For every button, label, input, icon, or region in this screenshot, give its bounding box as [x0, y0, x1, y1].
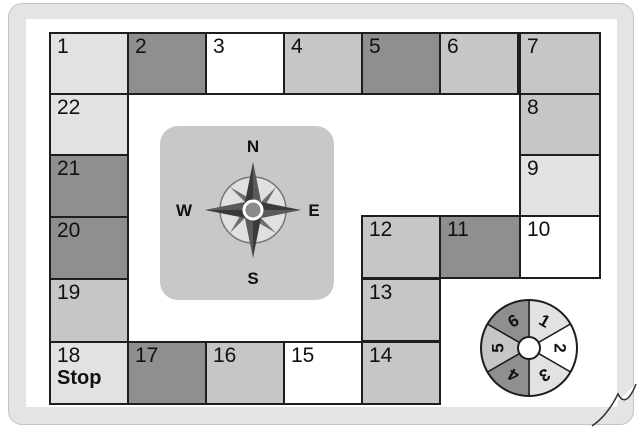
board-cell-16[interactable]: 16 [205, 341, 285, 405]
cell-label: 12 [369, 218, 392, 241]
board-cell-5[interactable]: 5 [361, 32, 441, 95]
cell-label: 20 [57, 219, 80, 242]
board-cell-3[interactable]: 3 [205, 32, 285, 95]
cell-label: 21 [57, 157, 80, 180]
compass-rose-icon: N S E W [160, 126, 334, 300]
spinner-number: 2 [551, 343, 570, 352]
cell-label: 11 [447, 218, 469, 241]
cell-label: 10 [527, 218, 550, 241]
cell-label: 22 [57, 96, 80, 119]
cell-label: 19 [57, 281, 80, 304]
cell-label: 14 [369, 344, 392, 367]
board-cell-6[interactable]: 6 [439, 32, 519, 95]
compass-north-label: N [247, 137, 259, 156]
cell-label: 8 [527, 96, 539, 119]
board-cell-12[interactable]: 12 [361, 215, 441, 279]
board-cell-13[interactable]: 13 [361, 278, 441, 342]
page-curl-icon [590, 378, 637, 428]
compass-west-label: W [176, 201, 193, 220]
cell-label: 1 [57, 35, 69, 58]
cell-label: 17 [135, 344, 158, 367]
board-cell-14[interactable]: 14 [361, 341, 441, 405]
cell-label: 6 [447, 35, 459, 58]
stop-label: Stop [57, 368, 127, 389]
cell-label: 7 [527, 35, 539, 58]
board-cell-11[interactable]: 11 [439, 215, 521, 279]
cell-label: 15 [291, 344, 314, 367]
spinner-hub [518, 337, 540, 359]
cell-label: 13 [369, 281, 392, 304]
compass-east-label: E [308, 201, 319, 220]
cell-label: 16 [213, 344, 236, 367]
board-cell-21[interactable]: 21 [49, 154, 129, 218]
board-cell-19[interactable]: 19 [49, 278, 129, 343]
board-cell-10[interactable]: 10 [519, 215, 601, 279]
board-cell-15[interactable]: 15 [283, 341, 363, 405]
board-cell-4[interactable]: 4 [283, 32, 363, 95]
board-cell-17[interactable]: 17 [127, 341, 207, 405]
board-cell-9[interactable]: 9 [519, 154, 601, 217]
cell-label: 4 [291, 35, 303, 58]
spinner-number: 5 [489, 343, 508, 352]
board-cell-1[interactable]: 1 [49, 32, 129, 95]
board-cell-8[interactable]: 8 [519, 93, 601, 156]
cell-label: 3 [213, 35, 225, 58]
board-cell-20[interactable]: 20 [49, 216, 129, 280]
board-cell-22[interactable]: 22 [49, 93, 129, 156]
cell-label: 5 [369, 35, 381, 58]
cell-label: 9 [527, 157, 539, 180]
compass-panel: N S E W [160, 126, 334, 300]
compass-south-label: S [247, 269, 258, 288]
cell-label: 2 [135, 35, 147, 58]
cell-label: 18 [57, 344, 80, 367]
board-cell-7[interactable]: 7 [519, 32, 601, 95]
board-cell-2[interactable]: 2 [127, 32, 207, 95]
